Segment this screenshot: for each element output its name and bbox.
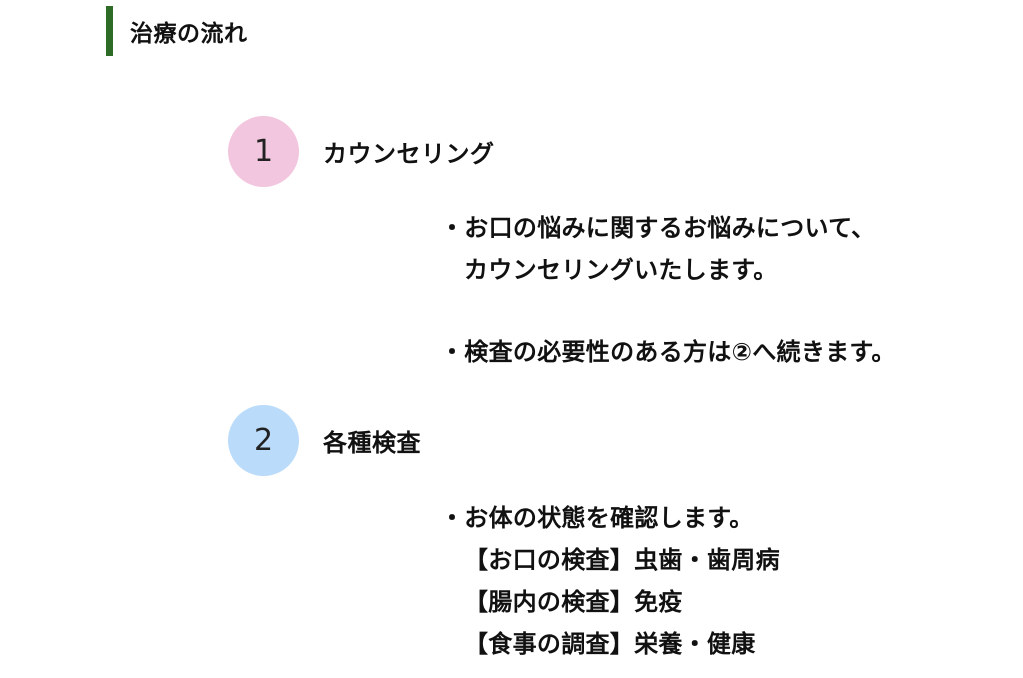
step-title: カウンセリング [323, 140, 495, 168]
description-line: ・検査の必要性のある方は②へ続きます。 [440, 338, 896, 366]
page-title: 治療の流れ [130, 21, 248, 47]
step-1-description: ・お口の悩みに関するお悩みについて、 カウンセリングいたします。 ・検査の必要性… [440, 207, 896, 373]
description-line: 【食事の調査】栄養・健康 [464, 630, 756, 658]
description-line: カウンセリングいたします。 [464, 256, 778, 284]
description-line: ・お体の状態を確認します。 [440, 504, 754, 532]
step-2: 2 各種検査 [228, 405, 421, 476]
step-number-badge: 1 [228, 116, 299, 187]
description-line: 【腸内の検査】免疫 [464, 588, 683, 616]
step-title: 各種検査 [323, 429, 421, 457]
step-1: 1 カウンセリング [228, 116, 495, 187]
description-line: ・お口の悩みに関するお悩みについて、 [440, 214, 876, 242]
section-heading: 治療の流れ [106, 6, 248, 56]
step-number-badge: 2 [228, 405, 299, 476]
heading-accent-bar [106, 6, 113, 56]
description-line: 【お口の検査】虫歯・歯周病 [464, 546, 780, 574]
step-2-description: ・お体の状態を確認します。 【お口の検査】虫歯・歯周病 【腸内の検査】免疫 【食… [440, 497, 780, 665]
